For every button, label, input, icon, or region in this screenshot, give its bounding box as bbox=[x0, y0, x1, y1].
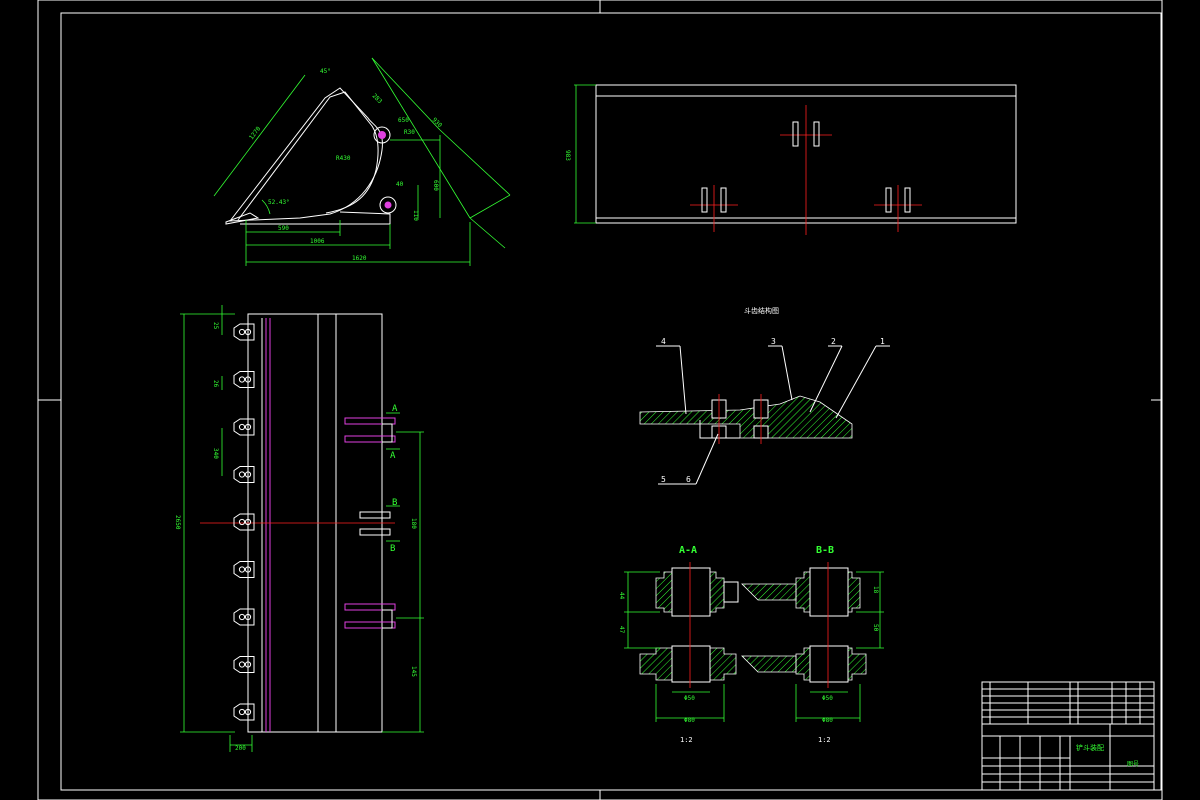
title-block-drawing-name: 铲斗装配 bbox=[1076, 743, 1104, 752]
aa-dim-phi50: Φ50 bbox=[684, 695, 695, 702]
part-number-6: 6 bbox=[686, 475, 691, 484]
section-b-top: B bbox=[392, 498, 397, 508]
bucket-tooth bbox=[233, 608, 255, 626]
bucket-teeth bbox=[233, 323, 255, 721]
section-a-bottom: A bbox=[390, 451, 396, 461]
bb-dim-18: 18 bbox=[872, 586, 879, 594]
dim-1270: 1270 bbox=[248, 125, 263, 141]
bucket-tooth bbox=[233, 703, 255, 721]
bucket-tooth bbox=[233, 513, 255, 531]
section-aa-title: A-A bbox=[679, 545, 697, 556]
dim-1620: 1620 bbox=[352, 255, 367, 262]
aa-dim-phi80: Φ80 bbox=[684, 717, 695, 724]
aa-dim-44: 44 bbox=[618, 592, 625, 600]
section-a-top: A bbox=[392, 404, 398, 414]
part-number-4: 4 bbox=[661, 337, 666, 346]
part-number-2: 2 bbox=[831, 337, 836, 346]
dim-600: 600 bbox=[432, 180, 439, 191]
bucket-tooth bbox=[233, 466, 255, 483]
bucket-tooth bbox=[233, 371, 255, 388]
bb-dim-50: 50 bbox=[872, 624, 879, 632]
title-block: 铲斗装配 图号 bbox=[981, 681, 1155, 791]
title-block-sheet: 图号 bbox=[1127, 761, 1139, 768]
aa-dim-47: 47 bbox=[618, 626, 625, 634]
part-number-1: 1 bbox=[880, 337, 885, 346]
angle-label-45: 45° bbox=[320, 68, 331, 75]
dim-110: 110 bbox=[412, 210, 419, 221]
side-view: 45° 52.43° 1270 283 650 930 R30 R430 40 … bbox=[213, 57, 511, 266]
sheet-border bbox=[37, 0, 1163, 800]
tooth-detail: 斗齿结构图 4 3 2 1 5 6 bbox=[639, 306, 890, 485]
part-number-3: 3 bbox=[771, 337, 776, 346]
bucket-tooth bbox=[233, 561, 255, 578]
dim-25: 25 bbox=[212, 322, 219, 330]
dim-26: 26 bbox=[212, 380, 219, 388]
bb-scale: 1:2 bbox=[818, 736, 831, 744]
section-bb-title: B-B bbox=[816, 545, 834, 556]
dim-1006: 1006 bbox=[310, 238, 325, 245]
dim-r430: R430 bbox=[336, 155, 351, 162]
bb-dim-phi80: Φ80 bbox=[822, 717, 833, 724]
dim-590: 590 bbox=[278, 225, 289, 232]
dim-r30: R30 bbox=[404, 129, 415, 136]
dim-2650: 2650 bbox=[174, 515, 181, 530]
bucket-tooth bbox=[233, 323, 255, 341]
dim-40: 40 bbox=[396, 181, 404, 188]
dim-930: 930 bbox=[431, 116, 444, 129]
bb-dim-phi50: Φ50 bbox=[822, 695, 833, 702]
aa-scale: 1:2 bbox=[680, 736, 693, 744]
bucket-tooth bbox=[233, 656, 255, 673]
bucket-tooth bbox=[233, 418, 255, 436]
section-bb: B-B 18 50 Φ50 Φ80 1:2 bbox=[741, 545, 884, 744]
part-number-5: 5 bbox=[661, 475, 666, 484]
dim-650: 650 bbox=[398, 117, 409, 124]
section-aa: A-A 44 47 Φ50 Φ80 1:2 bbox=[618, 545, 739, 744]
dim-180: 180 bbox=[410, 518, 417, 529]
section-b-bottom: B bbox=[390, 544, 395, 554]
dim-340: 340 bbox=[212, 448, 219, 459]
dim-983: 983 bbox=[564, 150, 571, 161]
tooth-detail-title: 斗齿结构图 bbox=[744, 306, 779, 315]
dim-145: 145 bbox=[410, 666, 417, 677]
dim-283: 283 bbox=[371, 92, 384, 105]
dim-200: 200 bbox=[235, 745, 246, 752]
front-view: 25 26 340 2650 180 145 200 A A B B bbox=[174, 305, 424, 752]
angle-label-52: 52.43° bbox=[268, 199, 290, 206]
top-view: 983 bbox=[564, 84, 1017, 235]
